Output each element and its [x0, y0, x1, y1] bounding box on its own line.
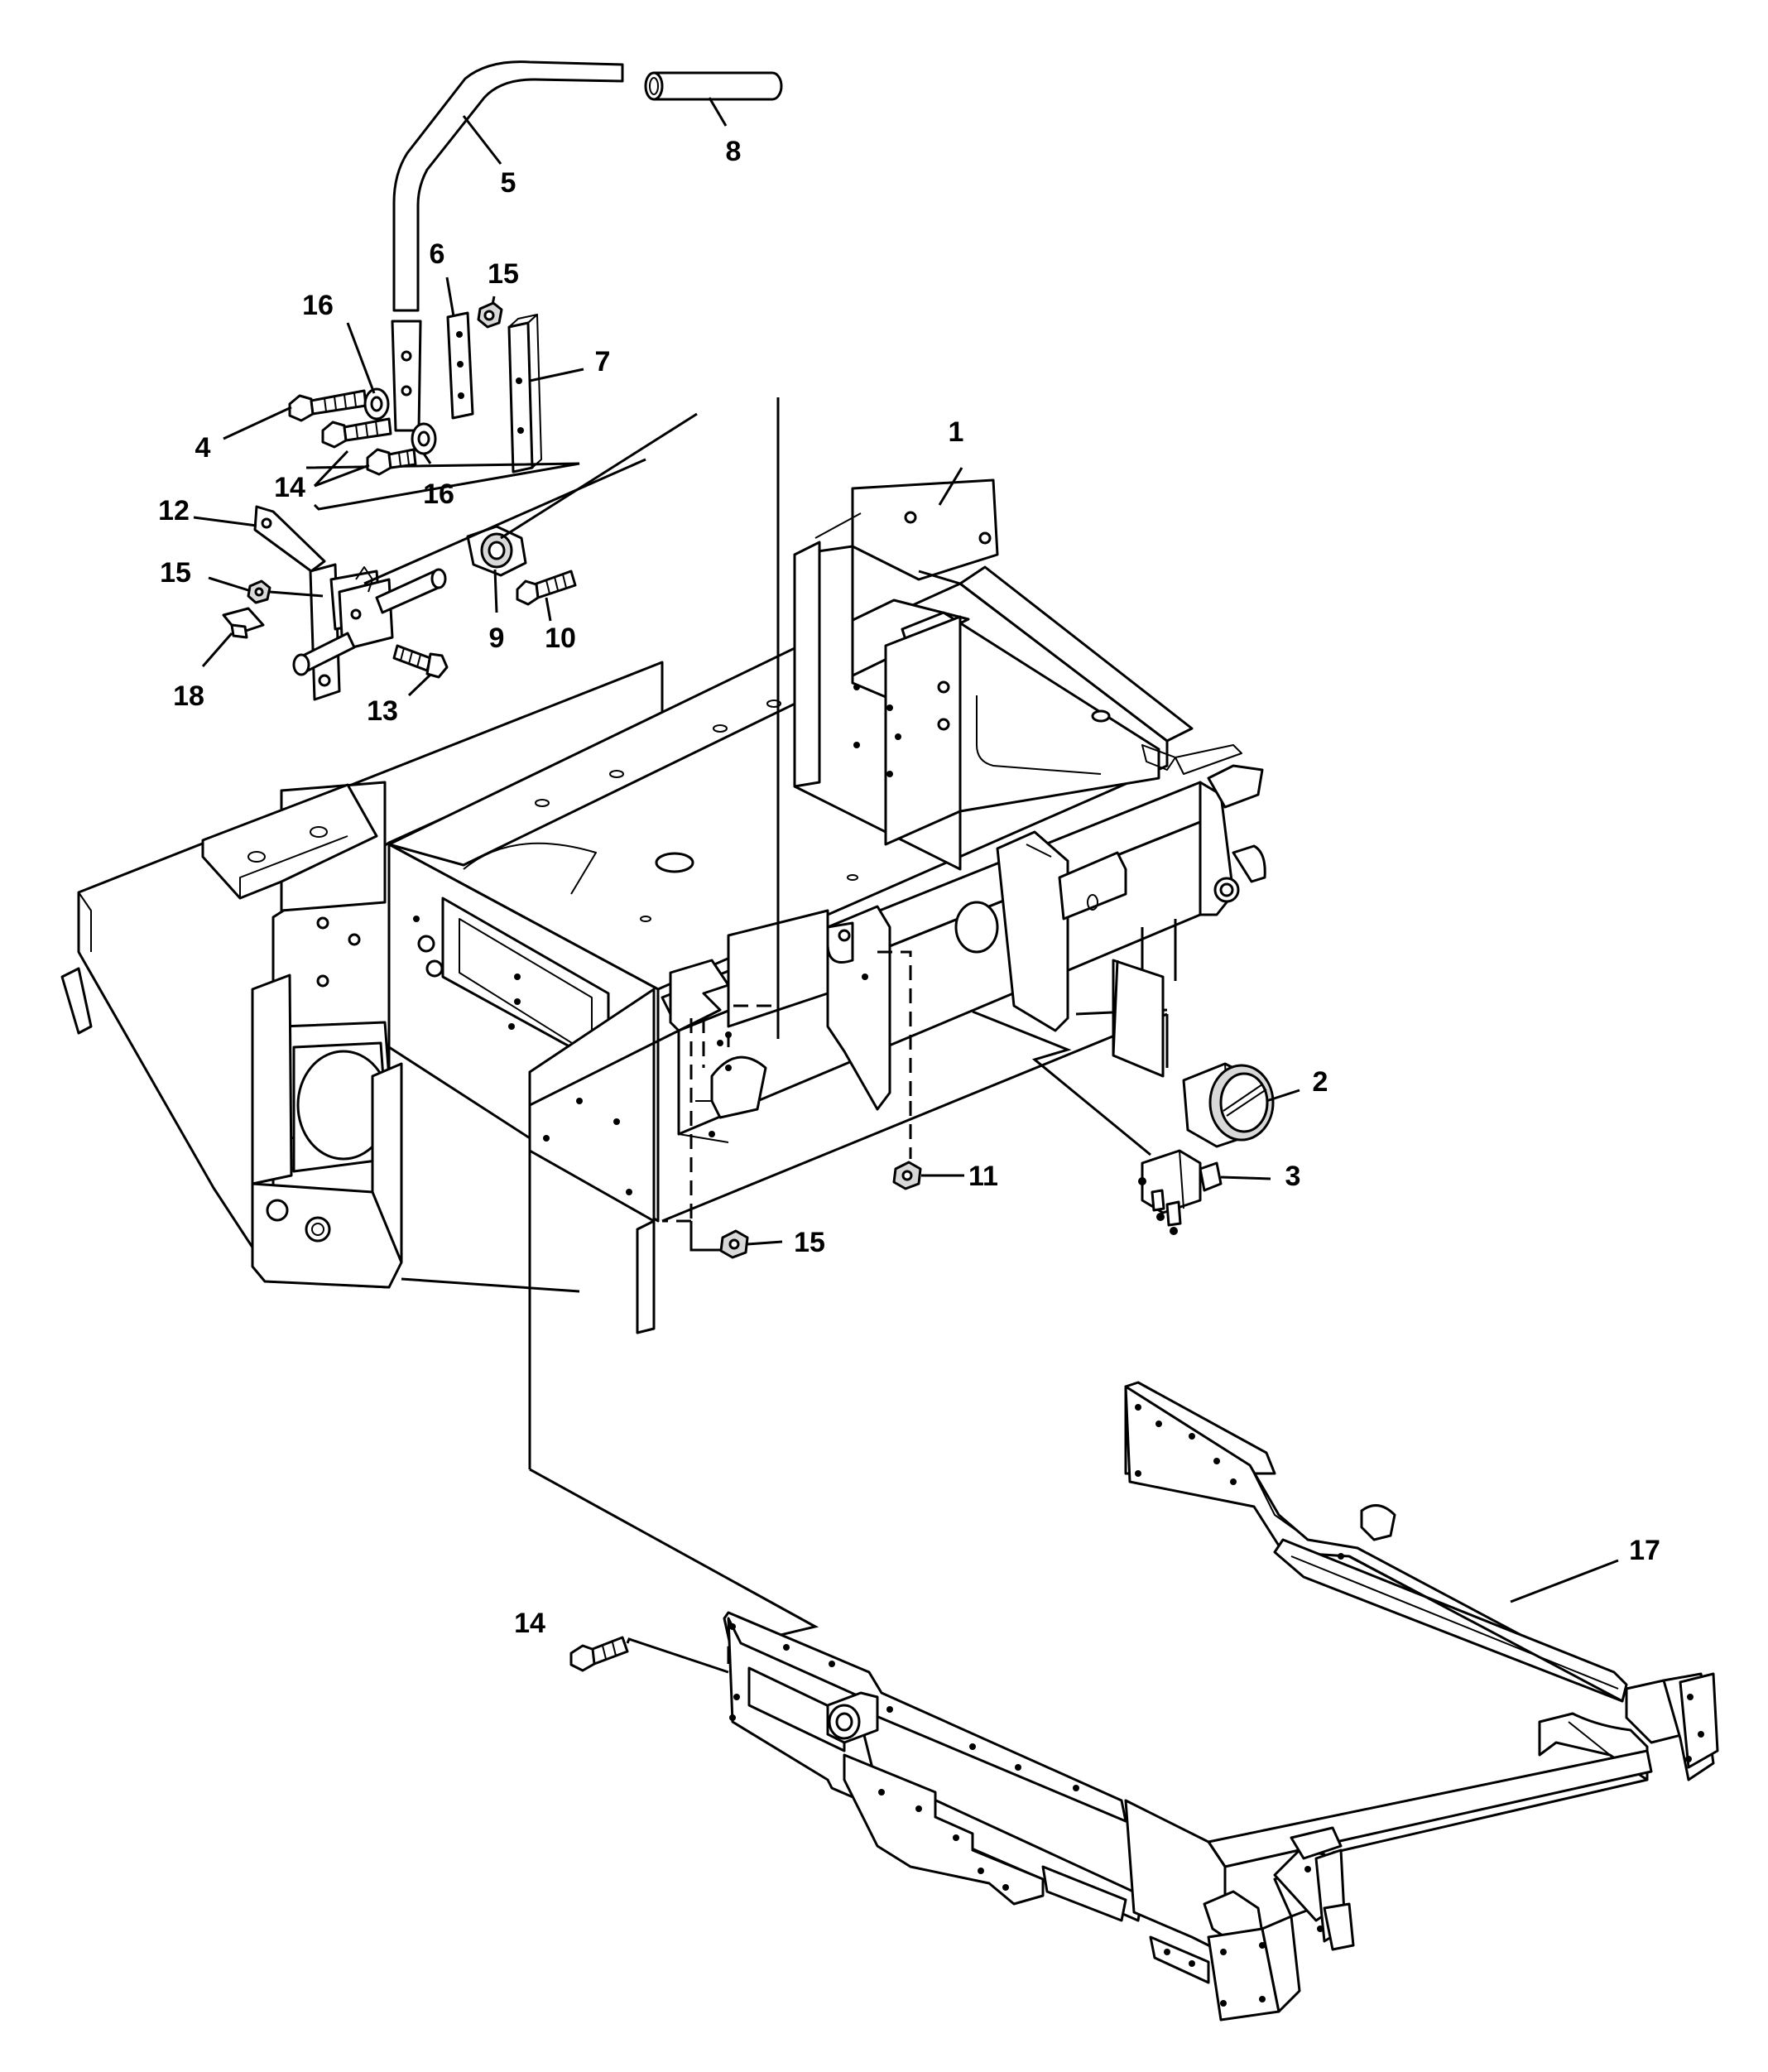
assembly-line-bolt-14: [627, 1639, 728, 1672]
part-3-valve: [1138, 1151, 1221, 1235]
leader-lines: [194, 98, 1618, 1602]
callout-17: 17: [1629, 1535, 1660, 1566]
callouts: 1 2 3 4 5 6 7 8 9 10 11 12 13 14 14 15 1…: [158, 136, 1660, 1639]
part-10-bolt: [517, 571, 575, 604]
callout-8: 8: [726, 136, 742, 167]
part-15-nut-lower: [721, 1231, 747, 1257]
assembly-line-shaft: [364, 459, 646, 584]
callout-3: 3: [1285, 1161, 1301, 1192]
callout-12: 12: [158, 495, 190, 526]
part-4-bolt: [290, 391, 366, 421]
part-13-bolt: [394, 646, 447, 677]
part-2-cover: [1184, 1064, 1273, 1147]
part-17-chassis-subframe: [724, 1382, 1718, 2020]
part-11-nut: [894, 1162, 920, 1189]
callout-14-lower: 14: [514, 1608, 545, 1639]
part-shaft-tube: [294, 567, 445, 675]
part-15-nut-upper: [478, 303, 502, 327]
callout-15-upper: 15: [488, 258, 519, 290]
callout-16-lower: 16: [423, 478, 454, 510]
hidden-lines: [662, 952, 910, 1221]
callout-18: 18: [173, 680, 204, 712]
link-rod: [270, 592, 323, 596]
assembly-outline-upper: [306, 464, 579, 509]
part-12-pivot-bracket: [255, 507, 392, 699]
callout-15-lower: 15: [794, 1227, 825, 1258]
part-14-bolt-lower: [571, 1637, 627, 1671]
callout-4: 4: [195, 432, 211, 464]
callout-10: 10: [545, 623, 576, 654]
callout-6: 6: [430, 238, 445, 270]
part-1-main-frame: [62, 480, 1265, 1333]
callout-16-upper: 16: [302, 290, 334, 321]
callout-11: 11: [968, 1161, 998, 1192]
callout-14-upper: 14: [274, 472, 305, 503]
callout-1: 1: [949, 416, 964, 448]
part-6-spacer-plate: [448, 313, 473, 418]
part-7-mount-bar: [509, 315, 541, 472]
callout-7: 7: [595, 346, 611, 377]
part-9-bearing-flange: [468, 526, 526, 575]
assembly-line-nut-15: [691, 1221, 724, 1250]
assembly-line-valve: [973, 1012, 1151, 1155]
part-14-bolts-upper: [323, 419, 416, 474]
callout-13: 13: [367, 695, 398, 727]
assembly-line-frame-left: [530, 1031, 679, 1469]
callout-2: 2: [1313, 1066, 1328, 1098]
part-18-clip: [223, 608, 263, 637]
callout-15-middle: 15: [160, 557, 191, 589]
part-16-washers: [365, 389, 435, 454]
callout-9: 9: [489, 623, 505, 654]
assembly-line-flange: [501, 414, 697, 538]
part-15-nut-middle: [248, 581, 270, 603]
part-8-grip: [646, 73, 781, 99]
callout-5: 5: [501, 167, 516, 199]
part-5-handle-bar: [392, 62, 622, 430]
